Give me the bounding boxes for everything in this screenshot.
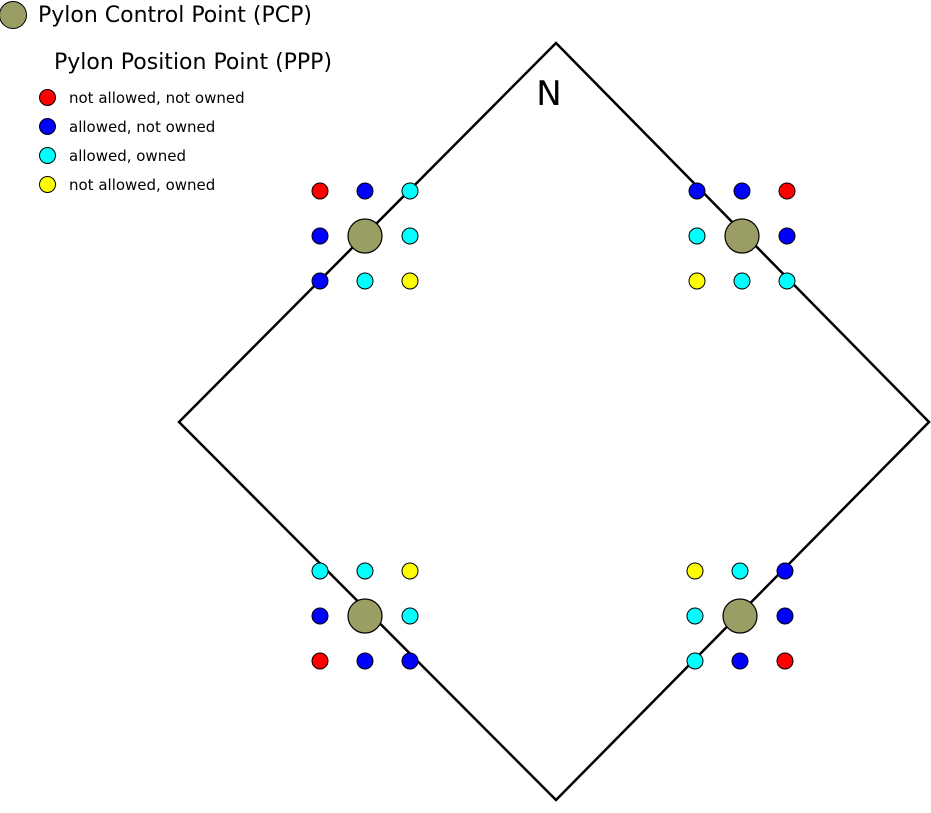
- pylon-bottom-right-ppp-dot-red: [776, 652, 794, 670]
- diamond-outline: [177, 41, 931, 802]
- pylon-bottom-right-ppp-dot-cyan: [731, 562, 749, 580]
- north-label: N: [536, 74, 561, 114]
- pylon-top-left-pcp-circle: [347, 218, 383, 254]
- pylon-top-right-ppp-dot-cyan: [688, 227, 706, 245]
- pcp-legend-label: Pylon Control Point (PCP): [38, 2, 312, 28]
- pylon-top-right-ppp-dot-yellow: [688, 272, 706, 290]
- pylon-bottom-right-ppp-dot-blue: [776, 607, 794, 625]
- diamond-layer: [177, 41, 931, 802]
- pylon-top-left-ppp-dot-blue: [311, 227, 329, 245]
- pylon-bottom-left-ppp-dot-cyan: [401, 607, 419, 625]
- pylon-bottom-left-ppp-dot-cyan: [311, 562, 329, 580]
- pylon-top-right-ppp-dot-blue: [733, 182, 751, 200]
- pylon-top-right-ppp-dot-cyan: [733, 272, 751, 290]
- yellow-dot-icon: [39, 176, 56, 193]
- ppp-legend-title: Pylon Position Point (PPP): [54, 50, 333, 75]
- pcp-legend-swatch-icon: [0, 1, 27, 29]
- pylon-top-left-ppp-dot-blue: [311, 272, 329, 290]
- pylon-top-left-ppp-dot-cyan: [356, 272, 374, 290]
- pylon-top-right-ppp-dot-cyan: [778, 272, 796, 290]
- legend-item-blue: allowed, not owned: [39, 112, 245, 141]
- pylon-bottom-right-pcp-circle: [722, 598, 758, 634]
- pylon-bottom-left-ppp-dot-blue: [401, 652, 419, 670]
- pylon-top-right-pcp-circle: [724, 218, 760, 254]
- pylon-bottom-left-pcp-circle: [347, 598, 383, 634]
- pylon-bottom-left-ppp-dot-blue: [356, 652, 374, 670]
- legend-item-label: allowed, not owned: [69, 117, 216, 136]
- legend-item-label: not allowed, owned: [69, 175, 216, 194]
- pylon-bottom-left-ppp-dot-cyan: [356, 562, 374, 580]
- legend-item-red: not allowed, not owned: [39, 83, 245, 112]
- cyan-dot-icon: [39, 147, 56, 164]
- pcp-legend-row: Pylon Control Point (PCP): [0, 1, 312, 29]
- pylon-top-right-ppp-dot-red: [778, 182, 796, 200]
- pylon-top-left-ppp-dot-cyan: [401, 227, 419, 245]
- pylon-top-left-ppp-dot-yellow: [401, 272, 419, 290]
- pylon-top-left-ppp-dot-red: [311, 182, 329, 200]
- blue-dot-icon: [39, 118, 56, 135]
- pylon-top-left-ppp-dot-blue: [356, 182, 374, 200]
- legend-item-cyan: allowed, owned: [39, 141, 245, 170]
- ppp-legend: not allowed, not owned allowed, not owne…: [39, 83, 245, 199]
- pylon-bottom-right-ppp-dot-cyan: [686, 652, 704, 670]
- legend-item-label: allowed, owned: [69, 146, 186, 165]
- pylon-top-right-ppp-dot-blue: [778, 227, 796, 245]
- pylon-bottom-right-ppp-dot-yellow: [686, 562, 704, 580]
- pcp-layer: [347, 218, 760, 634]
- red-dot-icon: [39, 89, 56, 106]
- legend-item-label: not allowed, not owned: [69, 88, 245, 107]
- ppp-dots-layer: [311, 182, 796, 670]
- pylon-bottom-left-ppp-dot-yellow: [401, 562, 419, 580]
- pylon-bottom-right-ppp-dot-cyan: [686, 607, 704, 625]
- legend-item-yellow: not allowed, owned: [39, 170, 245, 199]
- pylon-top-right-ppp-dot-blue: [688, 182, 706, 200]
- pylon-bottom-right-ppp-dot-blue: [776, 562, 794, 580]
- pylon-bottom-left-ppp-dot-red: [311, 652, 329, 670]
- pylon-bottom-right-ppp-dot-blue: [731, 652, 749, 670]
- pylon-bottom-left-ppp-dot-blue: [311, 607, 329, 625]
- pylon-top-left-ppp-dot-cyan: [401, 182, 419, 200]
